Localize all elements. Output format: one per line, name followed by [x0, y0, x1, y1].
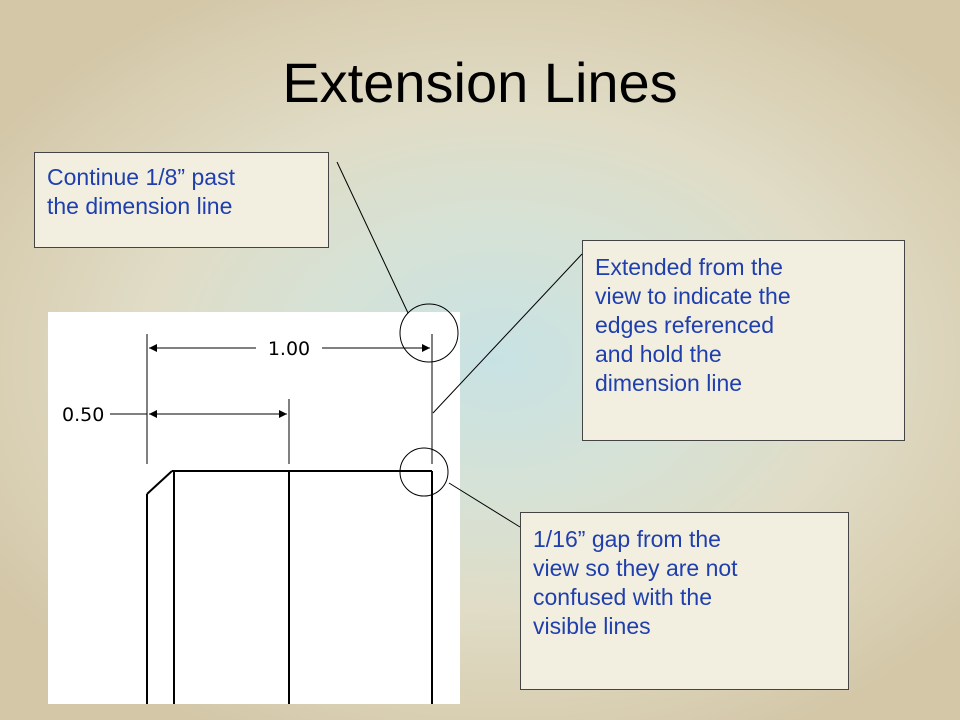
- slide-title: Extension Lines: [282, 51, 678, 114]
- leader-line-continue-past: [336, 161, 409, 314]
- callout-line: confused with the: [533, 584, 713, 610]
- callout-line: visible lines: [533, 613, 651, 639]
- callout-line: view to indicate the: [595, 283, 791, 309]
- callout-extended-from-view: Extended from the view to indicate the e…: [582, 240, 905, 441]
- callout-line: 1/16” gap from the: [533, 526, 721, 552]
- callout-line: view so they are not: [533, 555, 738, 581]
- callout-continue-past: Continue 1/8” past the dimension line: [34, 152, 329, 248]
- callout-line: and hold the: [595, 341, 722, 367]
- callout-line: dimension line: [595, 370, 743, 396]
- callout-gap-from-view: 1/16” gap from the view so they are not …: [520, 512, 849, 690]
- callout-line: edges referenced: [595, 312, 775, 338]
- technical-drawing-panel: [48, 312, 460, 704]
- callout-line: the dimension line: [47, 193, 233, 219]
- callout-line: Continue 1/8” past: [47, 164, 235, 190]
- callout-line: Extended from the: [595, 254, 783, 280]
